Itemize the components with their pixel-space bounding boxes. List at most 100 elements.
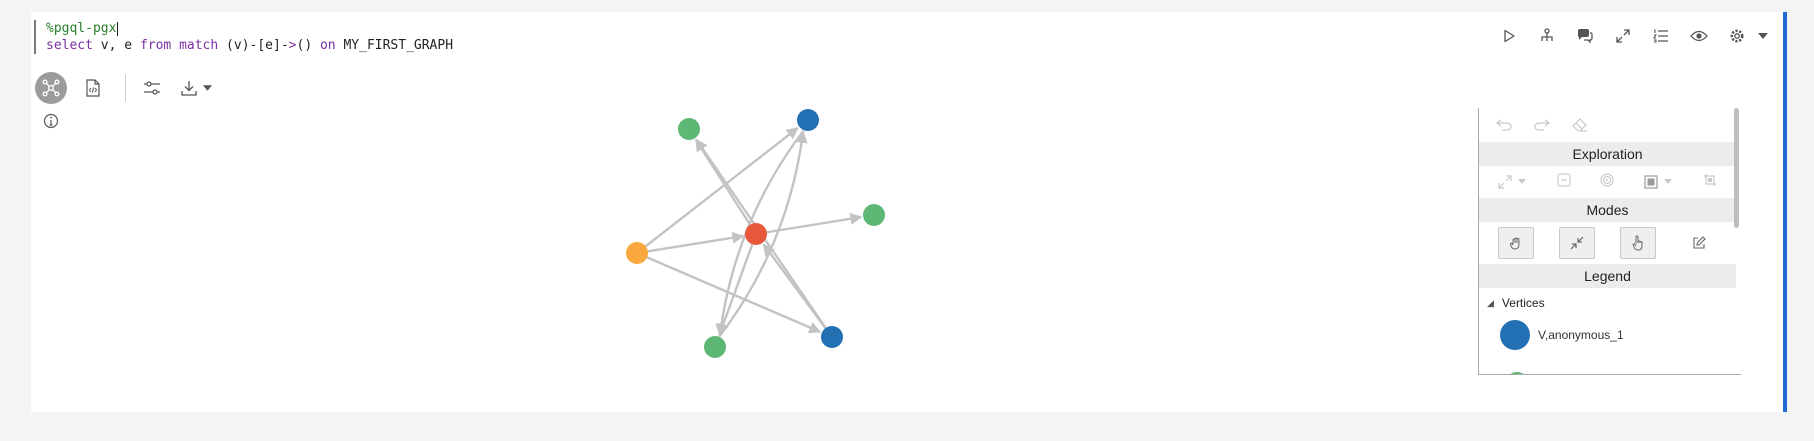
redo-button[interactable] xyxy=(1523,110,1561,140)
line-numbers-button[interactable] xyxy=(1642,22,1680,50)
graph-settings-button[interactable] xyxy=(136,72,168,104)
paragraph-focus-indicator xyxy=(1783,12,1787,412)
graph-edge[interactable] xyxy=(766,212,863,234)
side-panel-scrollbar[interactable] xyxy=(1734,108,1739,228)
code-text: (v)-[e]- xyxy=(218,38,289,53)
graph-side-panel: Exploration Modes xyxy=(1478,108,1741,375)
target-icon xyxy=(1600,172,1615,187)
legend-item-label: V,anonymous_1 xyxy=(1538,328,1624,342)
expand-icon xyxy=(1498,175,1512,189)
graph-edge[interactable] xyxy=(647,231,745,253)
expand-icon xyxy=(1616,29,1630,43)
keyword-arrow: > xyxy=(288,38,297,53)
expand-control[interactable] xyxy=(1498,175,1528,189)
comments-icon xyxy=(1578,29,1593,44)
code-line-1: %pgql-pgx xyxy=(46,20,453,37)
legend-group-label: Vertices xyxy=(1501,296,1545,310)
graph-vertex[interactable] xyxy=(821,326,843,348)
keyword-from: from xyxy=(139,38,172,53)
code-text: v, e xyxy=(92,38,140,53)
code-file-icon xyxy=(86,79,100,97)
expand-button[interactable] xyxy=(1604,22,1642,50)
settings-dropdown[interactable] xyxy=(1756,22,1770,50)
group-icon xyxy=(1644,175,1658,189)
contract-icon xyxy=(1570,236,1584,250)
graph-vertex[interactable] xyxy=(745,223,767,245)
edit-mode-button[interactable] xyxy=(1681,227,1717,259)
toolbar-divider xyxy=(125,74,126,102)
legend-item[interactable]: V,anonymous_1 xyxy=(1479,318,1741,352)
graph-canvas[interactable] xyxy=(31,12,1471,412)
legend-header: Legend xyxy=(1479,264,1736,288)
tree-icon xyxy=(1541,28,1553,41)
caret-down-icon xyxy=(1663,179,1672,184)
info-button[interactable] xyxy=(42,112,60,130)
code-editor[interactable]: %pgql-pgx select v, e from match (v)-[e]… xyxy=(34,20,453,54)
settings-icon xyxy=(1730,29,1744,43)
show-tree-button[interactable] xyxy=(1528,22,1566,50)
raw-output-button[interactable] xyxy=(77,72,109,104)
graph-vertex[interactable] xyxy=(863,204,885,226)
text-cursor xyxy=(117,21,119,36)
drop-button[interactable] xyxy=(1557,172,1571,192)
code-text: () xyxy=(296,38,320,53)
code-text: MY_FIRST_GRAPH xyxy=(335,38,454,53)
run-button[interactable] xyxy=(1490,22,1528,50)
download-dropdown[interactable] xyxy=(200,74,214,102)
exploration-controls xyxy=(1479,166,1736,198)
caret-down-icon xyxy=(1758,33,1768,39)
redo-icon xyxy=(1534,119,1550,131)
pan-mode-button[interactable] xyxy=(1497,227,1534,259)
keyword-match: match xyxy=(179,38,219,53)
edit-icon xyxy=(1693,236,1707,249)
hand-icon xyxy=(1509,237,1520,250)
keyword-on: on xyxy=(319,38,336,53)
download-icon xyxy=(181,81,197,96)
modes-controls xyxy=(1479,222,1736,264)
graph-edge[interactable] xyxy=(718,130,808,338)
legend-swatch-partial xyxy=(1509,372,1525,374)
legend-vertices-group[interactable]: ◢ Vertices xyxy=(1479,288,1741,318)
contract-mode-button[interactable] xyxy=(1558,227,1595,259)
minus-box-icon xyxy=(1557,172,1571,187)
undo-icon xyxy=(1496,119,1512,131)
settings-button[interactable] xyxy=(1718,22,1756,50)
interpreter-magic: %pgql-pgx xyxy=(46,21,117,36)
ordered-list-icon xyxy=(1653,29,1668,43)
group-control[interactable] xyxy=(1644,175,1674,189)
comments-button[interactable] xyxy=(1566,22,1604,50)
run-icon xyxy=(1504,29,1515,43)
graph-vertex[interactable] xyxy=(678,118,700,140)
eraser-icon xyxy=(1572,118,1587,132)
modes-header: Modes xyxy=(1479,198,1736,222)
vertices-layer xyxy=(626,109,885,358)
exploration-header: Exploration xyxy=(1479,142,1736,166)
ungroup-button[interactable] xyxy=(1703,173,1717,192)
history-controls xyxy=(1479,108,1741,142)
select-mode-button[interactable] xyxy=(1620,227,1657,259)
paragraph-toolbar xyxy=(1490,22,1770,50)
keyword-select: select xyxy=(46,38,93,53)
sliders-icon xyxy=(144,81,160,95)
graph-vertex[interactable] xyxy=(797,109,819,131)
caret-down-icon xyxy=(202,85,212,91)
visibility-icon xyxy=(1690,30,1708,42)
collapse-triangle-icon: ◢ xyxy=(1487,297,1494,308)
eraser-button[interactable] xyxy=(1561,110,1599,140)
download-button[interactable] xyxy=(178,72,200,104)
pointer-hand-icon xyxy=(1632,235,1643,251)
visibility-button[interactable] xyxy=(1680,22,1718,50)
info-icon xyxy=(43,113,59,129)
caret-down-icon xyxy=(1517,179,1526,184)
graph-edge[interactable] xyxy=(644,127,799,248)
legend-color-swatch xyxy=(1500,320,1530,350)
focus-button[interactable] xyxy=(1600,172,1615,192)
graph-view-icon xyxy=(42,79,60,97)
graph-view-button[interactable] xyxy=(35,72,67,104)
graph-vertex[interactable] xyxy=(626,242,648,264)
notebook-paragraph: %pgql-pgx select v, e from match (v)-[e]… xyxy=(31,12,1783,412)
visualization-toolbar xyxy=(35,72,214,104)
ungroup-icon xyxy=(1704,173,1717,186)
graph-vertex[interactable] xyxy=(704,336,726,358)
undo-button[interactable] xyxy=(1485,110,1523,140)
